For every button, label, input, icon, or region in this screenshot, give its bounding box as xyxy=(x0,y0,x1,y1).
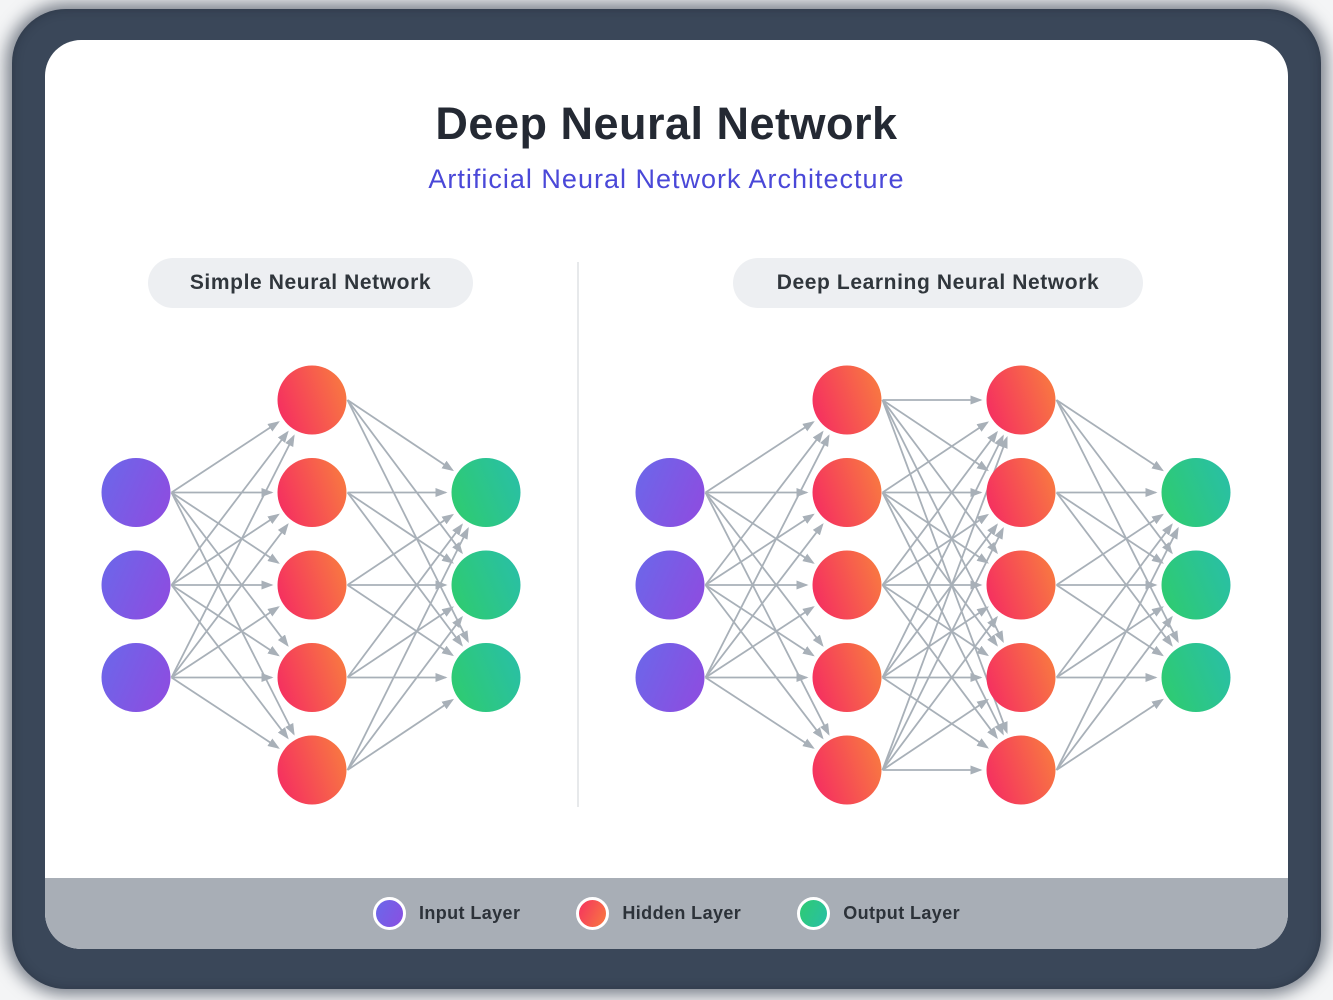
output-node xyxy=(1161,550,1231,620)
output-node xyxy=(1161,458,1231,527)
hidden-node xyxy=(812,643,882,712)
network-diagram xyxy=(101,365,1231,805)
legend-bar: Input Layer Hidden Layer Output Layer xyxy=(45,878,1288,949)
hidden-node xyxy=(812,365,882,435)
hidden-node xyxy=(812,735,882,805)
legend-item-output: Output Layer xyxy=(797,897,960,930)
hidden-node xyxy=(986,550,1056,620)
page-title: Deep Neural Network xyxy=(435,98,898,149)
panel-label-deep: Deep Learning Neural Network xyxy=(733,258,1143,308)
hidden-node xyxy=(986,643,1056,712)
output-node xyxy=(451,643,521,712)
legend-item-input: Input Layer xyxy=(372,897,521,930)
hidden-node xyxy=(812,550,882,620)
output-node xyxy=(1161,643,1231,712)
panel-divider xyxy=(577,262,579,807)
legend-label-input: Input Layer xyxy=(418,903,521,923)
hidden-node xyxy=(986,458,1056,527)
hidden-node xyxy=(986,365,1056,435)
hidden-node xyxy=(277,365,347,435)
hidden-node xyxy=(986,735,1056,805)
neuron-nodes xyxy=(101,365,1231,805)
hidden-layer-swatch xyxy=(576,897,610,930)
legend-item-hidden: Hidden Layer xyxy=(576,897,741,930)
input-layer-swatch xyxy=(372,897,406,930)
hidden-node xyxy=(277,643,347,712)
output-node xyxy=(451,458,521,527)
legend-label-output: Output Layer xyxy=(843,903,961,923)
hidden-node xyxy=(277,550,347,620)
input-node xyxy=(101,550,171,620)
hidden-node xyxy=(812,458,882,527)
output-layer-swatch xyxy=(797,897,831,930)
card: Deep Neural Network Artificial Neural Ne… xyxy=(45,40,1288,949)
output-node xyxy=(451,550,521,620)
input-node xyxy=(635,550,705,620)
page-subtitle: Artificial Neural Network Architecture xyxy=(428,164,905,194)
legend-label-hidden: Hidden Layer xyxy=(622,903,742,923)
input-node xyxy=(635,458,705,527)
hidden-node xyxy=(277,458,347,527)
panel-label-simple: Simple Neural Network xyxy=(148,258,473,308)
input-node xyxy=(635,643,705,712)
connection-arrows xyxy=(170,395,1179,775)
input-node xyxy=(101,643,171,712)
hidden-node xyxy=(277,735,347,805)
input-node xyxy=(101,458,171,527)
